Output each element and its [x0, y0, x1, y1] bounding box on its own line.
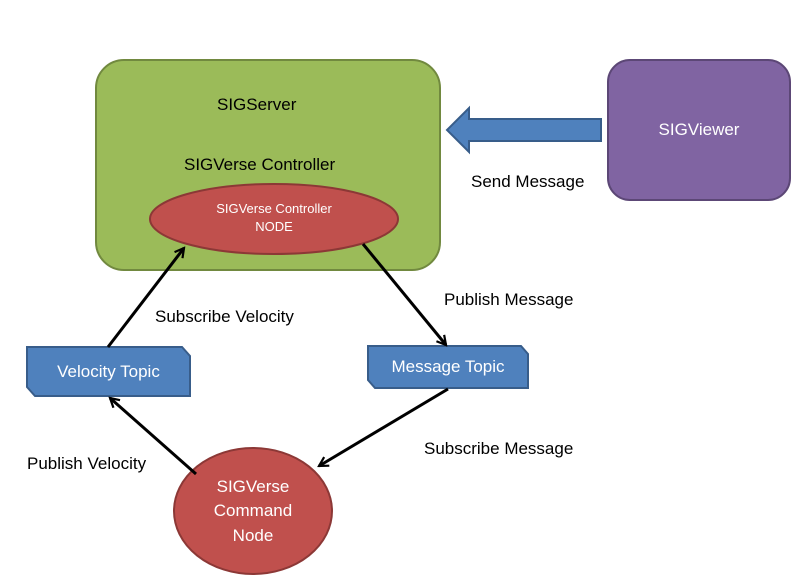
controller-node-ellipse — [149, 183, 399, 255]
command-node-label-line2: Command — [213, 501, 293, 520]
subscribe-velocity-label: Subscribe Velocity — [155, 307, 294, 326]
publish-velocity-arrow — [110, 398, 197, 476]
velocity-topic-box — [26, 346, 191, 397]
publish-message-label: Publish Message — [444, 290, 574, 309]
controller-node-label-line1: SIGVerse Controller — [216, 201, 332, 216]
controller-node-label-line2: NODE — [255, 219, 293, 234]
publish-message-arrow — [361, 243, 446, 345]
sigviewer-label: SIGViewer — [658, 120, 740, 139]
command-node-label-line1: SIGVerse — [216, 477, 290, 496]
command-node-ellipse — [173, 447, 333, 575]
velocity-topic-label: Velocity Topic — [57, 362, 160, 381]
sigviewer-box — [607, 59, 791, 201]
subscribe-message-arrow — [319, 387, 449, 468]
subscribe-message-label: Subscribe Message — [424, 439, 574, 458]
send-message-label: Send Message — [471, 172, 585, 191]
message-topic-label: Message Topic — [391, 357, 505, 376]
sigserver-title: SIGServer — [217, 95, 297, 114]
publish-velocity-label: Publish Velocity — [27, 454, 147, 473]
controller-subtitle: SIGVerse Controller — [184, 155, 336, 174]
command-node-label-line3: Node — [232, 526, 274, 545]
subscribe-velocity-arrow — [106, 248, 184, 348]
send-message-block-arrow — [445, 105, 602, 155]
message-topic-box — [367, 345, 529, 389]
